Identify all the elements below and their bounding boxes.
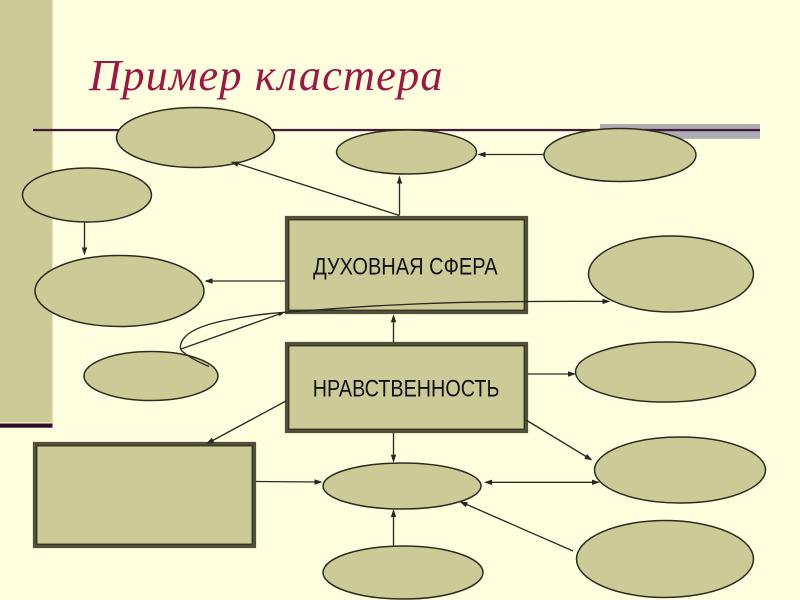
svg-text:Пример кластера: Пример кластера — [88, 50, 444, 100]
svg-text:НРАВСТВЕННОСТЬ: НРАВСТВЕННОСТЬ — [313, 376, 500, 403]
svg-text:ДУХОВНАЯ СФЕРА: ДУХОВНАЯ СФЕРА — [313, 255, 498, 281]
